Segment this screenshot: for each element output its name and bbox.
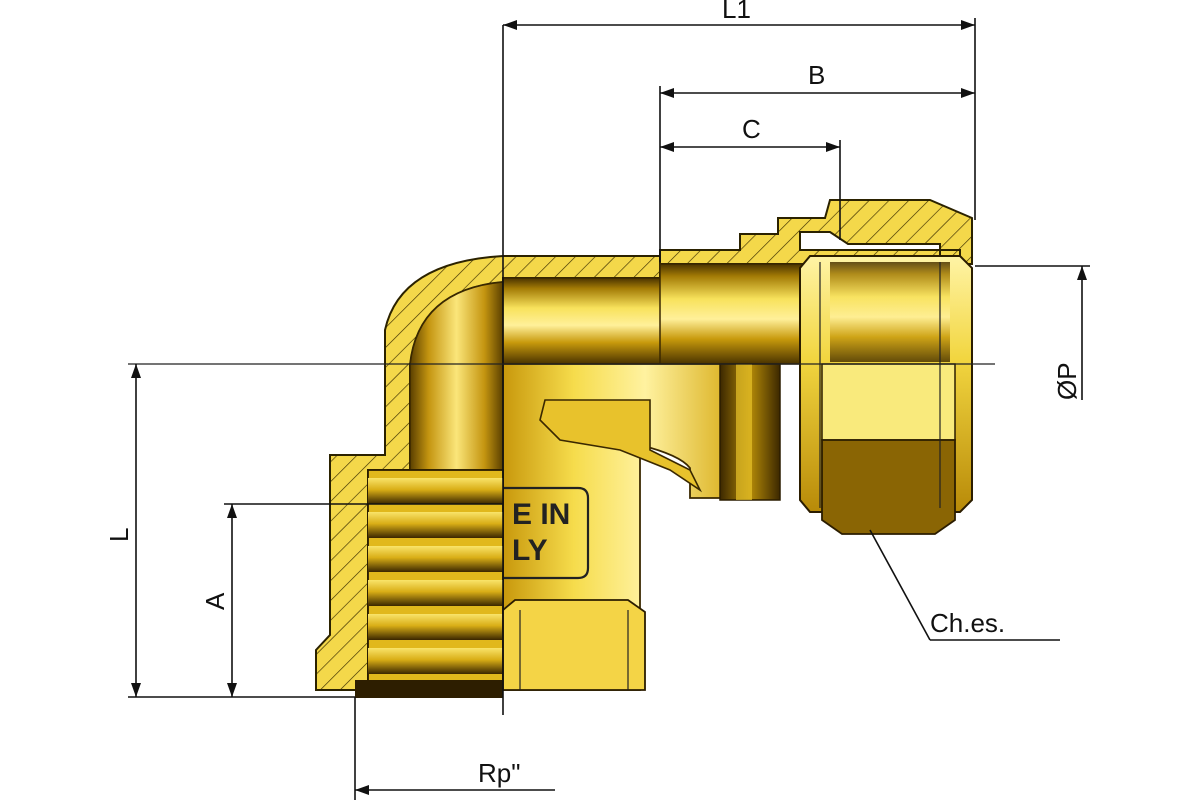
dim-label-B: B bbox=[808, 60, 825, 90]
dim-label-Rp: Rp" bbox=[478, 758, 520, 788]
dim-label-Ches: Ch.es. bbox=[930, 608, 1005, 638]
dim-label-L: L bbox=[104, 528, 134, 542]
dim-label-L1: L1 bbox=[722, 0, 751, 24]
elbow-inner-bore bbox=[409, 281, 504, 471]
dim-label-OP: ØP bbox=[1052, 362, 1082, 400]
dimension-lines bbox=[128, 18, 1090, 800]
stamp-line2: LY bbox=[512, 534, 548, 567]
bottom-hex bbox=[502, 599, 646, 691]
stamp-line1: E IN bbox=[512, 498, 570, 531]
compression-nut bbox=[799, 255, 973, 535]
stamped-recess bbox=[539, 399, 703, 493]
made-in-italy-stamp: E IN LY bbox=[503, 486, 590, 580]
dim-label-A: A bbox=[200, 592, 230, 610]
horizontal-bore bbox=[502, 277, 664, 365]
female-thread bbox=[355, 469, 504, 698]
dim-label-C: C bbox=[742, 114, 761, 144]
compression-bore bbox=[659, 263, 811, 365]
